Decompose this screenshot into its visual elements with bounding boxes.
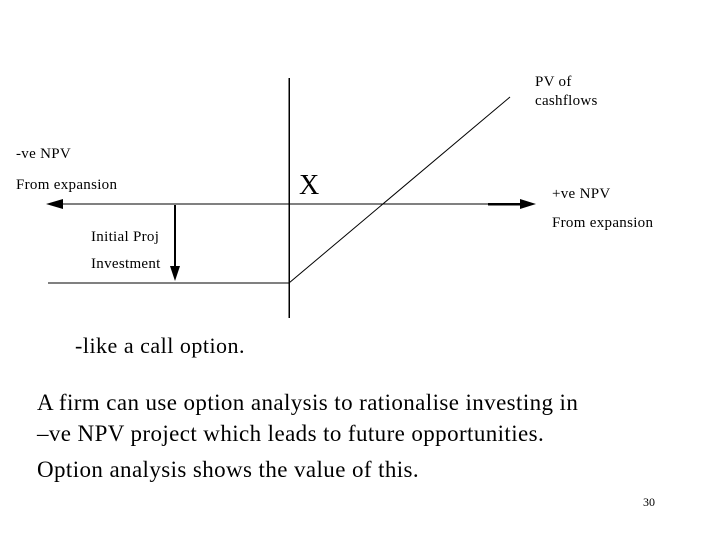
body-paragraph-1-line1: A firm can use option analysis to ration… bbox=[37, 390, 579, 415]
negative-npv-label: -ve NPV bbox=[16, 146, 72, 162]
positive-npv-label: +ve NPV bbox=[552, 186, 611, 202]
page-number: 30 bbox=[643, 495, 655, 509]
right-arrowhead-icon bbox=[520, 199, 536, 209]
body-paragraph-1-line2: –ve NPV project which leads to future op… bbox=[37, 421, 545, 446]
pv-of-cashflows-label: PV of cashflows bbox=[535, 73, 598, 111]
positive-from-expansion-label: From expansion bbox=[552, 215, 654, 231]
call-option-note: -like a call option. bbox=[75, 333, 246, 358]
pv-of-cashflows-line1: PV of bbox=[535, 74, 572, 90]
down-arrowhead-icon bbox=[170, 266, 180, 281]
negative-from-expansion-label: From expansion bbox=[16, 177, 118, 193]
investment-label: Investment bbox=[91, 256, 161, 272]
body-paragraph-1: A firm can use option analysis to ration… bbox=[37, 387, 578, 449]
initial-proj-label: Initial Proj bbox=[91, 229, 160, 245]
body-paragraph-2: Option analysis shows the value of this. bbox=[37, 457, 420, 482]
payoff-diagonal-line bbox=[288, 96, 511, 284]
pv-of-cashflows-line2: cashflows bbox=[535, 93, 598, 109]
left-arrowhead-icon bbox=[46, 199, 63, 209]
strike-price-x-label: X bbox=[299, 170, 320, 201]
